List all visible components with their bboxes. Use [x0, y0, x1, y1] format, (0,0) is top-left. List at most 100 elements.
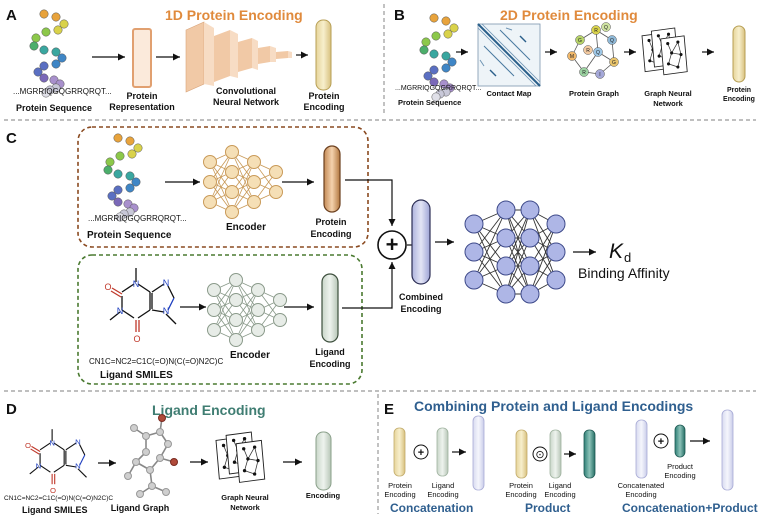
encoder-network-icon-top — [203, 145, 283, 219]
ligand-encoder-box — [77, 254, 363, 385]
panel-b-letter: B — [394, 7, 405, 24]
panel-a-representation-label-2: Representation — [109, 102, 175, 112]
encoder-network-icon-bottom — [207, 273, 287, 347]
protein-graph-node — [591, 25, 601, 35]
concat-ligand-bar — [436, 427, 449, 477]
protein-encoding-bar-b — [732, 25, 746, 83]
protein-encoding-bar-a — [315, 19, 332, 91]
panel-a-encoding-label-1: Protein — [308, 91, 339, 101]
protein-graph-node — [579, 67, 589, 77]
protein-helix-icon-c — [103, 133, 143, 222]
protein-graph-node-letter: I — [599, 72, 600, 78]
product-protein-label-2: Encoding — [505, 490, 536, 499]
protein-encoder-box — [77, 126, 369, 248]
svg-text:N: N — [49, 439, 55, 448]
panel-b-sequence: ...MGRRIQGQGRRQRQT... — [395, 85, 481, 92]
panel-c-protein-encoding-label-2: Encoding — [311, 229, 352, 239]
combine-plus-symbol: + — [386, 232, 399, 257]
panel-c: C ...MGRRIQGQGRRQRQT... Protein Sequence… — [6, 126, 670, 385]
product-ligand-label-2: Encoding — [544, 490, 575, 499]
protein-graph-node-letter: G — [612, 60, 616, 66]
panel-b-gnn-label-1: Graph Neural — [644, 89, 692, 98]
product-ligand-bar — [549, 429, 562, 479]
contact-map-image — [477, 23, 541, 87]
concat-ligand-label-2: Encoding — [427, 490, 458, 499]
panel-a-title: 1D Protein Encoding — [165, 7, 303, 23]
panel-a-protein-sequence-label: Protein Sequence — [16, 103, 92, 113]
protein-graph-node-letter: M — [570, 54, 574, 60]
panel-c-smiles: CN1C=NC2=C1C(=O)N(C(=O)N2C)C — [89, 357, 223, 366]
panel-d-title: Ligand Encoding — [152, 402, 266, 418]
protein-graph-node — [593, 47, 603, 57]
protein-graph-node — [609, 57, 619, 67]
product-result-bar — [583, 429, 596, 479]
panel-a-encoding-label-2: Encoding — [304, 102, 345, 112]
graph-neural-network-icon-b — [641, 27, 688, 76]
protein-helix-icon-a — [29, 9, 69, 98]
svg-text:N: N — [163, 278, 170, 288]
ligand-encoding-bar-d — [315, 431, 332, 491]
panel-c-protein-sequence-label: Protein Sequence — [87, 230, 172, 241]
protein-graph-node-letter: Q — [604, 25, 608, 31]
protein-representation-bar — [132, 28, 152, 88]
protein-graph-node — [595, 69, 605, 79]
svg-text:O: O — [25, 441, 31, 450]
svg-text:N: N — [117, 306, 124, 316]
protein-graph-node-letter: Q — [610, 38, 614, 44]
binding-affinity-label: Binding Affinity — [578, 265, 670, 281]
panel-a-cnn-label-1: Convolutional — [216, 86, 276, 96]
panel-a-representation-label-1: Protein — [126, 91, 157, 101]
panel-a-cnn-label-2: Neural Network — [213, 97, 280, 107]
protein-graph-node — [575, 35, 585, 45]
protein-graph-node-letter: Q — [596, 50, 600, 56]
kd-subscript: d — [624, 250, 631, 265]
protein-encoding-bar-c — [323, 145, 341, 213]
panel-a: A 1D Protein Encoding ...MGRRIQGQGRRQRQT… — [6, 7, 345, 113]
panel-b-gnn-label-2: Network — [653, 99, 683, 108]
concat-plus-icon — [413, 444, 429, 460]
panel-e-letter: E — [384, 401, 394, 418]
combo-result-bar — [721, 409, 734, 491]
combo-concat-bar — [635, 419, 648, 479]
panel-d-gnn-label-1: Graph Neural — [221, 493, 269, 502]
panel-b: B 2D Protein Encoding ...MGRRIQGQGRRQRQT… — [394, 7, 755, 108]
svg-text:N: N — [163, 306, 170, 316]
concat-operator: + — [418, 447, 424, 459]
product-caption: Product — [525, 501, 570, 515]
panel-b-contact-map-label: Contact Map — [487, 89, 532, 98]
panel-d-letter: D — [6, 401, 17, 418]
panel-d-ligand-smiles-label: Ligand SMILES — [22, 505, 88, 515]
panel-b-title: 2D Protein Encoding — [500, 7, 638, 23]
combo-concat-label-1: Concatenated — [618, 481, 665, 490]
arrow-protein-to-plus — [345, 179, 396, 226]
combo-product-label-1: Product — [667, 462, 694, 471]
panel-c-combined-label-2: Encoding — [401, 304, 442, 314]
panel-a-letter: A — [6, 7, 17, 24]
combo-product-bar — [674, 424, 686, 458]
graph-neural-network-icon-d — [215, 431, 266, 483]
panel-b-encoding-label-1: Protein — [727, 87, 751, 94]
panel-d-smiles: CN1C=NC2=C1C(=O)N(C(=O)N2C)C — [4, 495, 113, 502]
concat-ligand-label-1: Ligand — [432, 481, 455, 490]
ligand-encoding-bar-c — [321, 273, 339, 343]
panel-c-protein-encoding-label-1: Protein — [315, 217, 346, 227]
protein-graph-node — [567, 51, 577, 61]
panel-e-title: Combining Protein and Ligand Encodings — [414, 398, 693, 414]
product-ligand-label-1: Ligand — [549, 481, 572, 490]
panel-d-ligand-graph-label: Ligand Graph — [111, 503, 170, 513]
panel-b-protein-sequence-label: Protein Sequence — [398, 98, 461, 107]
svg-text:N: N — [75, 438, 81, 447]
concat-caption: Concatenation — [390, 501, 473, 515]
svg-text:N: N — [36, 462, 42, 471]
panel-c-ligand-smiles-label: Ligand SMILES — [100, 370, 173, 381]
combine-plus-icon — [377, 230, 407, 260]
panel-c-encoder-bottom-label: Encoder — [230, 350, 270, 361]
svg-text:N: N — [75, 462, 81, 471]
panel-b-encoding-label-2: Encoding — [723, 96, 755, 103]
panel-c-combined-label-1: Combined — [399, 292, 443, 302]
product-dot-icon — [532, 446, 548, 462]
